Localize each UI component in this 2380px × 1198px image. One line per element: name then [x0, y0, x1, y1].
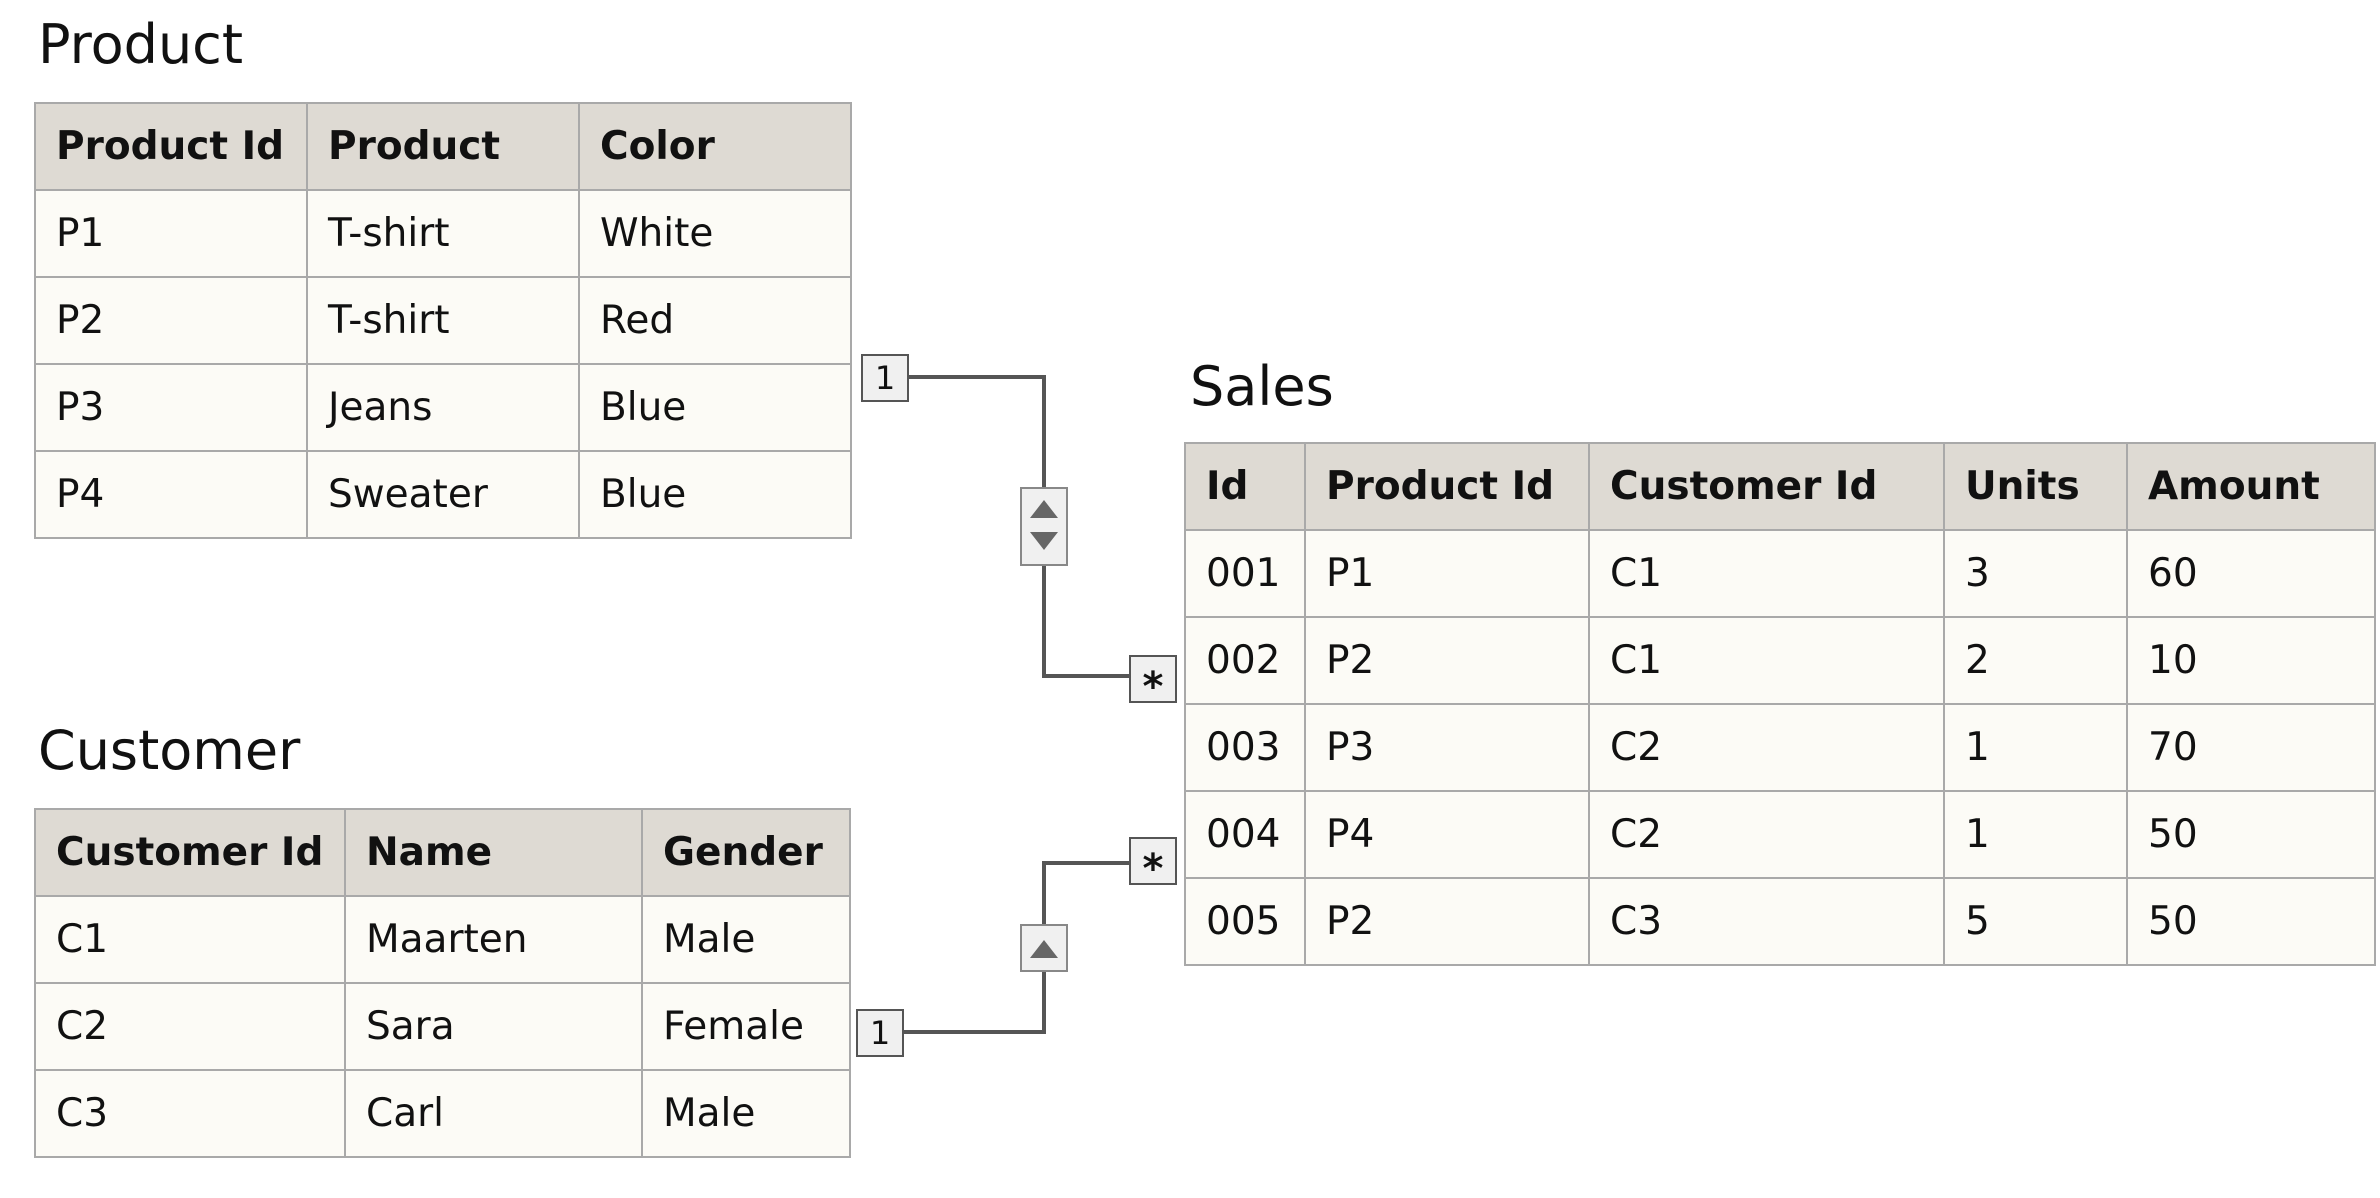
column-header: Color	[578, 102, 852, 191]
table-cell: 70	[2126, 703, 2376, 792]
table-cell: P2	[1304, 877, 1590, 966]
table-cell: P2	[1304, 616, 1590, 705]
table-cell: 1	[1943, 703, 2128, 792]
table-cell: T-shirt	[306, 189, 580, 278]
table-cell: White	[578, 189, 852, 278]
table-cell: C2	[34, 982, 346, 1071]
column-header: Units	[1943, 442, 2128, 531]
table-cell: C2	[1588, 790, 1945, 879]
column-header: Product	[306, 102, 580, 191]
table-cell: Blue	[578, 450, 852, 539]
table-cell: Sara	[344, 982, 643, 1071]
column-header: Product Id	[1304, 442, 1590, 531]
table-cell: Jeans	[306, 363, 580, 452]
table-cell: P3	[34, 363, 308, 452]
column-header: Product Id	[34, 102, 308, 191]
table-cell: Male	[641, 895, 851, 984]
arrow-down-icon	[1030, 532, 1058, 550]
bidirectional-filter-icon	[1020, 487, 1068, 566]
table-cell: Female	[641, 982, 851, 1071]
table-cell: C3	[34, 1069, 346, 1158]
table-cell: P2	[34, 276, 308, 365]
column-header: Gender	[641, 808, 851, 897]
table-cell: 001	[1184, 529, 1306, 618]
table-cell: P1	[1304, 529, 1590, 618]
table-cell: 60	[2126, 529, 2376, 618]
table-cell: 003	[1184, 703, 1306, 792]
table-cell: C1	[1588, 529, 1945, 618]
relationship-line	[902, 861, 1132, 1034]
table-cell: 5	[1943, 877, 2128, 966]
sales-table-title: Sales	[1190, 355, 1334, 418]
table-cell: T-shirt	[306, 276, 580, 365]
column-header: Customer Id	[1588, 442, 1945, 531]
table-cell: 002	[1184, 616, 1306, 705]
product-table-title: Product	[38, 13, 244, 76]
table-cell: Blue	[578, 363, 852, 452]
table-cell: 10	[2126, 616, 2376, 705]
column-header: Name	[344, 808, 643, 897]
table-cell: P3	[1304, 703, 1590, 792]
column-header: Amount	[2126, 442, 2376, 531]
column-header: Customer Id	[34, 808, 346, 897]
cardinality-many-label: *	[1143, 846, 1164, 892]
column-header: Id	[1184, 442, 1306, 531]
table-cell: 005	[1184, 877, 1306, 966]
table-cell: 50	[2126, 790, 2376, 879]
table-cell: Red	[578, 276, 852, 365]
table-cell: C2	[1588, 703, 1945, 792]
relationship-line	[906, 375, 1132, 678]
arrow-up-icon	[1030, 500, 1058, 518]
customer-table-title: Customer	[38, 719, 301, 782]
table-cell: 3	[1943, 529, 2128, 618]
table-cell: 1	[1943, 790, 2128, 879]
product-sales-relationship[interactable]: 1 *	[861, 354, 1177, 710]
table-cell: 004	[1184, 790, 1306, 879]
table-cell: Male	[641, 1069, 851, 1158]
table-cell: 2	[1943, 616, 2128, 705]
table-cell: C1	[1588, 616, 1945, 705]
table-cell: C1	[34, 895, 346, 984]
table-cell: P4	[1304, 790, 1590, 879]
cardinality-badge-many	[1129, 655, 1177, 703]
table-cell: C3	[1588, 877, 1945, 966]
table-cell: P4	[34, 450, 308, 539]
cardinality-one-label: 1	[875, 359, 895, 397]
cardinality-badge-one	[861, 354, 909, 402]
table-cell: 50	[2126, 877, 2376, 966]
cardinality-badge-one	[856, 1009, 904, 1057]
table-cell: P1	[34, 189, 308, 278]
table-cell: Maarten	[344, 895, 643, 984]
table-cell: Sweater	[306, 450, 580, 539]
table-cell: Carl	[344, 1069, 643, 1158]
arrow-up-icon	[1030, 940, 1058, 958]
cardinality-badge-many	[1129, 837, 1177, 885]
cardinality-many-label: *	[1143, 664, 1164, 710]
cardinality-one-label: 1	[870, 1014, 890, 1052]
customer-sales-relationship[interactable]: 1 *	[856, 837, 1177, 1057]
